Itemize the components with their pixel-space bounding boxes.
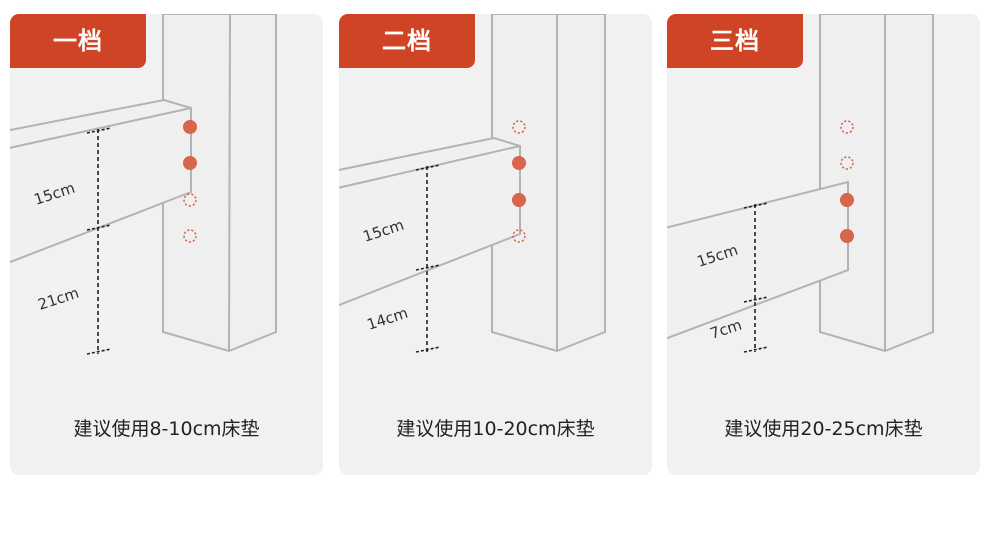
hole-1-filled [183,120,197,134]
bed-rail [339,136,521,307]
hole-3-empty [183,193,197,207]
rail-top-edge [339,145,521,189]
dimension-tick [743,202,769,209]
mattress-recommendation: 建议使用20-25cm床垫 [724,418,923,440]
hole-2-filled [183,156,197,170]
hole-4-filled [840,229,854,243]
dimension-tick [86,224,112,231]
bed-rail [10,98,192,264]
hole-2-filled [512,156,526,170]
mattress-recommendation: 建议使用8-10cm床垫 [73,418,260,440]
dimension-tick [743,346,769,353]
bed-post [491,14,606,353]
hole-4-empty [512,229,526,243]
gear-1-diagram: 15cm 21cm [10,14,323,414]
bed-post [819,14,934,353]
hole-3-filled [512,193,526,207]
mattress-recommendation: 建议使用10-20cm床垫 [396,418,595,440]
bed-rail [667,180,849,340]
gear-panel-3: 15cm 7cm 三档 建议使用20-25cm床垫 [667,14,980,475]
hole-3-filled [840,193,854,207]
gear-3-diagram: 15cm 7cm [667,14,980,414]
dimension-tick [743,296,769,303]
hole-2-empty [840,156,854,170]
lower-dimension-label: 21cm [36,284,81,314]
dimension-tick [415,346,441,353]
hole-1-empty [512,120,526,134]
lower-dimension-label: 14cm [365,304,410,334]
rail-top-edge [10,107,192,149]
gear-panel-1: 15cm 21cm 一档 建议使用8-10cm床垫 [10,14,323,475]
gear-panel-2: 15cm 14cm 二档 建议使用10-20cm床垫 [339,14,652,475]
post-edge [228,14,231,352]
dimension-tick [86,348,112,355]
gear-badge: 二档 [339,14,475,68]
hole-4-empty [183,229,197,243]
gear-badge: 三档 [667,14,803,68]
hole-1-empty [840,120,854,134]
gear-2-diagram: 15cm 14cm [339,14,652,414]
dimension-tick [415,164,441,171]
dimension-tick [415,264,441,271]
dimension-tick [86,127,112,134]
gear-badge: 一档 [10,14,146,68]
bed-post [162,14,277,353]
